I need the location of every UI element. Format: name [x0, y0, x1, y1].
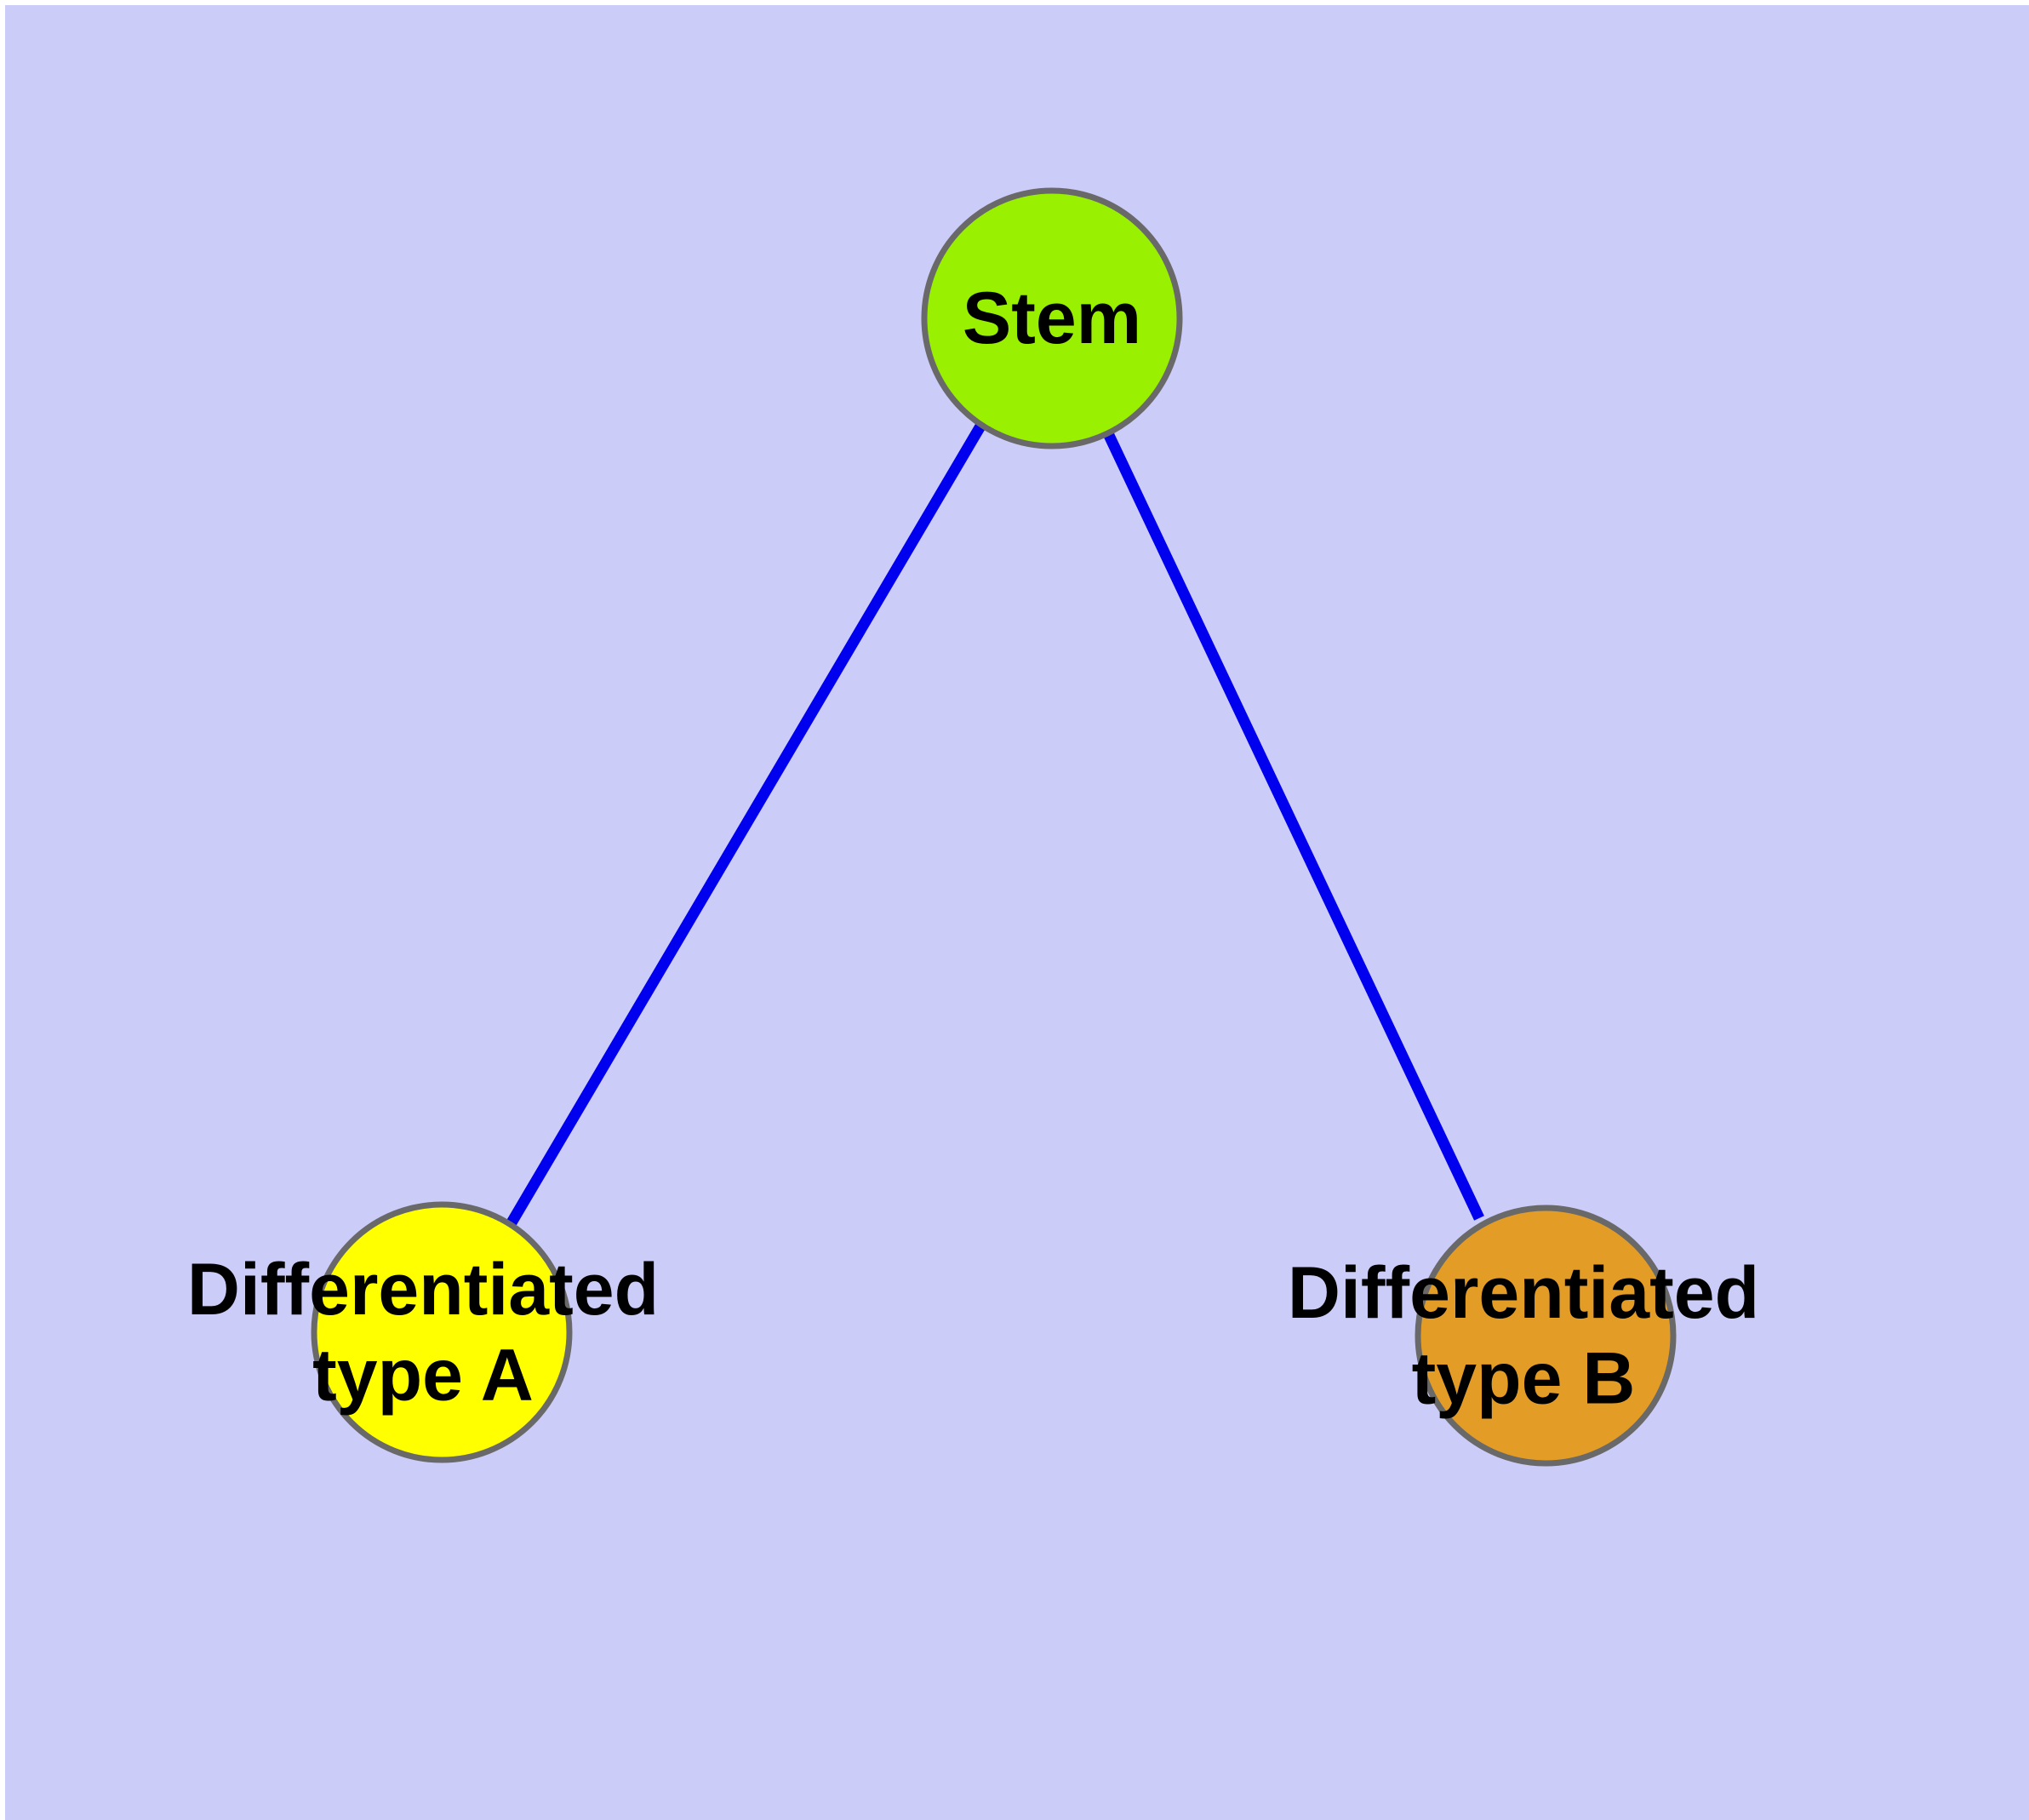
- node-layer: [311, 187, 1677, 1467]
- edge-layer: [506, 421, 1484, 1228]
- node-differentiated-type-b[interactable]: [1415, 1205, 1677, 1467]
- label-line: Differentiated: [1288, 1252, 1759, 1334]
- label-line: Stem: [963, 278, 1141, 359]
- differentiated-type-b-node-circle[interactable]: [1415, 1205, 1677, 1467]
- label-line: type B: [1412, 1338, 1636, 1420]
- differentiated-type-a-node-circle[interactable]: [311, 1201, 573, 1463]
- label-line: Differentiated: [187, 1249, 659, 1331]
- edge-stem-to-differentiated-type-b[interactable]: [1101, 427, 1484, 1221]
- node-stem[interactable]: [921, 187, 1183, 449]
- stem-node-label: Stem: [963, 278, 1141, 359]
- label-line: type A: [312, 1335, 534, 1417]
- node-differentiated-type-a[interactable]: [311, 1201, 573, 1463]
- stem-node-circle[interactable]: [921, 187, 1183, 449]
- edge-stem-to-differentiated-type-a[interactable]: [506, 421, 986, 1228]
